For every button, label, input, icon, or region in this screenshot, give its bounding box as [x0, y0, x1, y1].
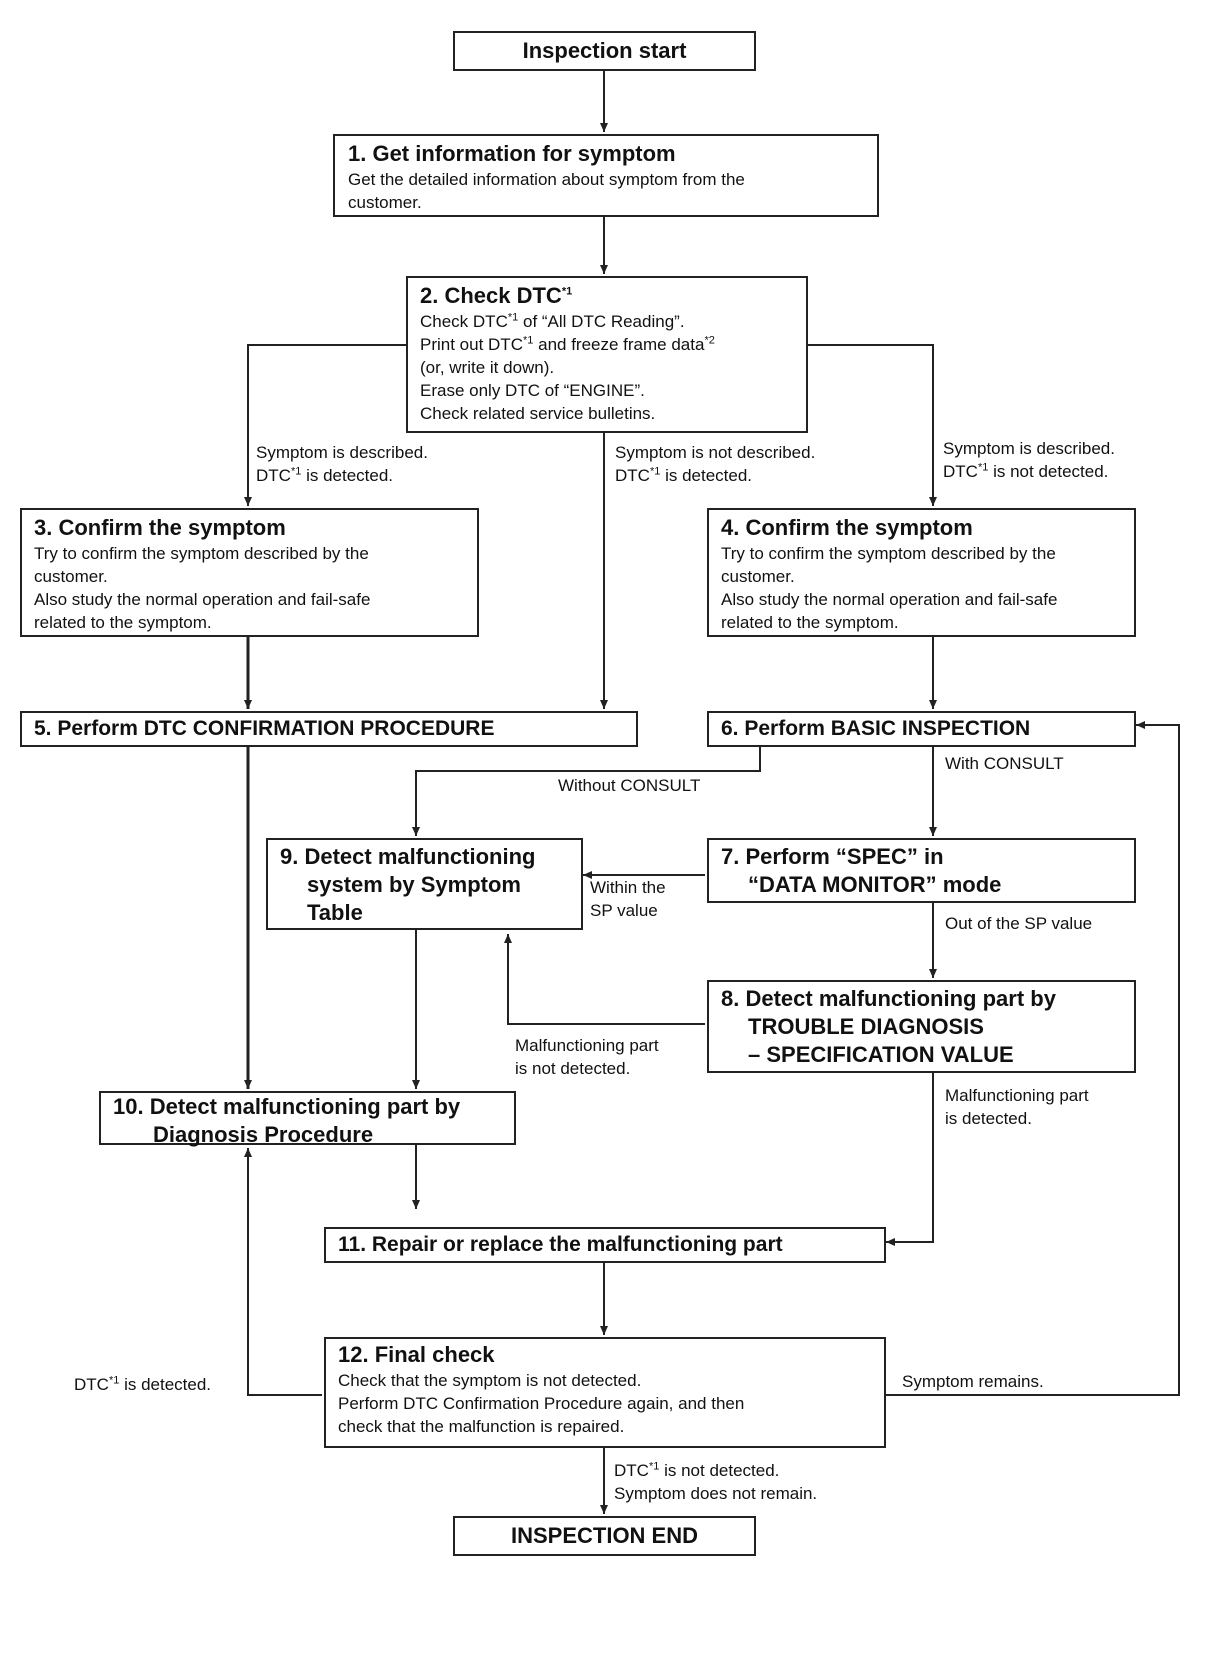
step-12-text-2: Perform DTC Confirmation Procedure again… [338, 1394, 745, 1413]
step-4-box: 4. Confirm the symptom Try to confirm th… [707, 508, 1136, 637]
edge-label-dtc-detected-loop: DTC*1 is detected. [74, 1374, 212, 1394]
step-12-text-1: Check that the symptom is not detected. [338, 1371, 642, 1390]
step-2-text-5: Check related service bulletins. [420, 404, 656, 423]
edge-label-inspection-complete: DTC*1 is not detected. Symptom does not … [614, 1460, 818, 1503]
step-3-text-3: Also study the normal operation and fail… [34, 590, 371, 609]
step-4-text-1: Try to confirm the symptom described by … [721, 544, 1056, 563]
step-10-box: 10. Detect malfunctioning part by Diagno… [99, 1091, 516, 1147]
step-5-title: 5. Perform DTC CONFIRMATION PROCEDURE [34, 717, 495, 740]
footnote-2: *2 [704, 334, 715, 347]
step-4-text-4: related to the symptom. [721, 613, 899, 632]
arrow-2-to-3 [244, 344, 406, 506]
step-2-text-2: Print out DTC*1 and freeze frame data*2 [420, 334, 715, 354]
step-4-title: 4. Confirm the symptom [721, 515, 973, 540]
edge-label-symptom-described-dtc-detected: Symptom is described. DTC*1 is detected. [256, 443, 428, 485]
step-10-title-2: Diagnosis Procedure [153, 1122, 374, 1147]
arrow-12-to-6 [886, 721, 1180, 1396]
edge-label-symptom-remains: Symptom remains. [902, 1372, 1044, 1391]
step-1-box: 1. Get information for symptom Get the d… [333, 134, 879, 217]
step-12-box: 12. Final check Check that the symptom i… [324, 1337, 886, 1448]
step-11-box: 11. Repair or replace the malfunctioning… [324, 1227, 886, 1263]
step-2-title: 2. Check DTC*1 [420, 283, 573, 308]
step-8-box: 8. Detect malfunctioning part by TROUBLE… [707, 980, 1136, 1073]
arrow-12-to-10 [244, 1148, 322, 1396]
step-1-title: 1. Get information for symptom [348, 141, 676, 166]
step-8-title-3: – SPECIFICATION VALUE [748, 1042, 1014, 1067]
step-9-title-3: Table [307, 900, 363, 925]
step-7-title-1: 7. Perform “SPEC” in [721, 844, 944, 869]
step-3-text-2: customer. [34, 567, 108, 586]
step-3-text-4: related to the symptom. [34, 613, 212, 632]
edge-label-within-sp-value: Within the SP value [590, 878, 666, 920]
step-2-text-1: Check DTC*1 of “All DTC Reading”. [420, 311, 685, 331]
step-2-text-4: Erase only DTC of “ENGINE”. [420, 381, 645, 400]
step-6-title: 6. Perform BASIC INSPECTION [721, 717, 1031, 740]
step-1-text-2: customer. [348, 193, 422, 212]
edge-label-out-of-sp-value: Out of the SP value [945, 914, 1093, 933]
step-10-title-1: 10. Detect malfunctioning part by [113, 1094, 461, 1119]
end-label: INSPECTION END [510, 1523, 699, 1548]
step-8-title-2: TROUBLE DIAGNOSIS [748, 1014, 984, 1039]
arrow-8-to-9 [504, 934, 705, 1025]
edge-label-without-consult: Without CONSULT [558, 776, 701, 795]
start-label: Inspection start [522, 38, 687, 63]
step-7-box: 7. Perform “SPEC” in “DATA MONITOR” mode [707, 838, 1136, 903]
step-1-text-1: Get the detailed information about sympt… [348, 170, 745, 189]
step-3-title: 3. Confirm the symptom [34, 515, 286, 540]
step-3-text-1: Try to confirm the symptom described by … [34, 544, 369, 563]
arrow-8-to-11 [886, 1071, 934, 1246]
step-9-box: 9. Detect malfunctioning system by Sympt… [266, 838, 583, 930]
edge-label-part-detected: Malfunctioning part is detected. [945, 1086, 1089, 1128]
edge-label-symptom-described-dtc-not-detected: Symptom is described. DTC*1 is not detec… [943, 439, 1115, 481]
step-6-box: 6. Perform BASIC INSPECTION [707, 711, 1136, 747]
edge-label-symptom-not-described-dtc-detected: Symptom is not described. DTC*1 is detec… [615, 443, 816, 485]
arrow-6-to-9 [412, 742, 761, 836]
step-5-box: 5. Perform DTC CONFIRMATION PROCEDURE [20, 711, 638, 747]
footnote-1: *1 [561, 285, 573, 298]
step-2-box: 2. Check DTC*1 Check DTC*1 of “All DTC R… [406, 276, 808, 433]
step-4-text-2: customer. [721, 567, 795, 586]
step-9-title-2: system by Symptom [307, 872, 521, 897]
end-box: INSPECTION END [453, 1516, 756, 1556]
step-11-title: 11. Repair or replace the malfunctioning… [338, 1233, 783, 1256]
step-8-title-1: 8. Detect malfunctioning part by [721, 986, 1056, 1011]
start-box: Inspection start [453, 31, 756, 71]
step-2-text-3: (or, write it down). [420, 358, 555, 377]
step-12-text-3: check that the malfunction is repaired. [338, 1417, 625, 1436]
edge-label-with-consult: With CONSULT [945, 754, 1064, 773]
step-7-title-2: “DATA MONITOR” mode [748, 872, 1002, 897]
arrow-2-to-4 [808, 344, 937, 506]
step-3-box: 3. Confirm the symptom Try to confirm th… [20, 508, 479, 637]
step-9-title-1: 9. Detect malfunctioning [280, 844, 536, 869]
step-12-title: 12. Final check [338, 1342, 495, 1367]
edge-label-part-not-detected: Malfunctioning part is not detected. [515, 1036, 659, 1078]
step-4-text-3: Also study the normal operation and fail… [721, 590, 1058, 609]
